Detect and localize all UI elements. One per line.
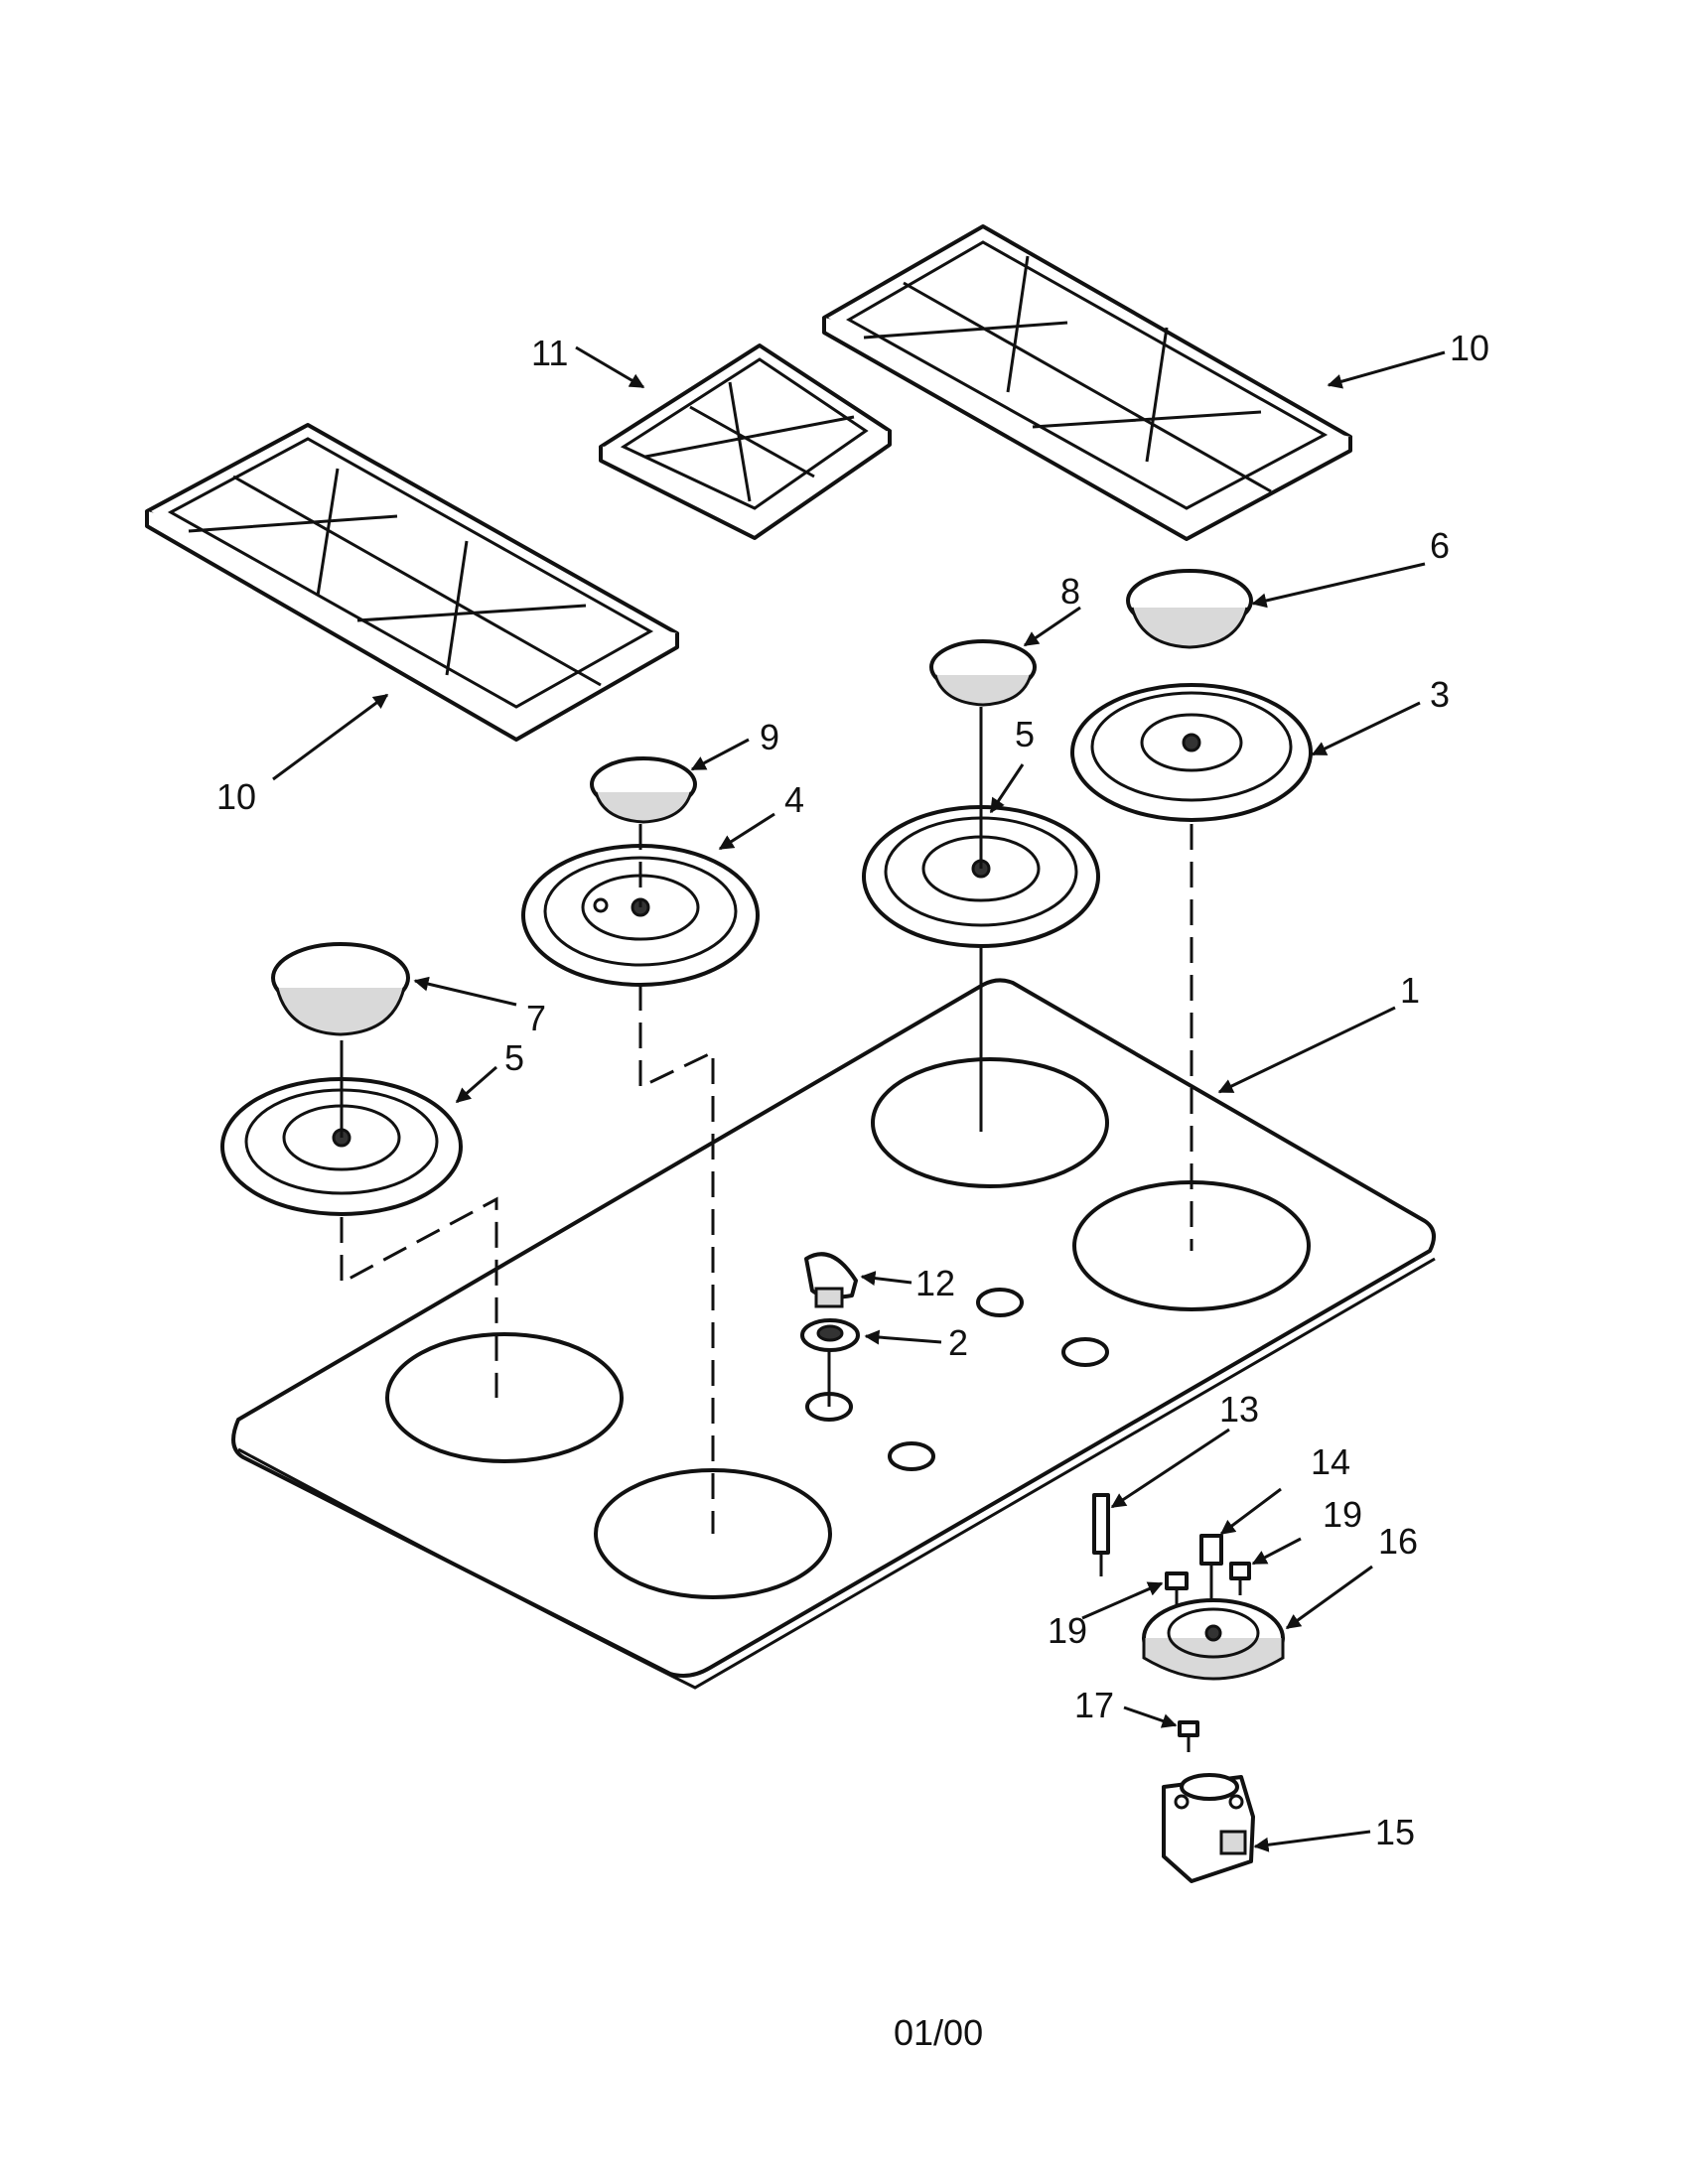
valve-15 (1162, 1773, 1255, 1883)
grate-middle (599, 343, 892, 540)
burner-cap-8 (929, 639, 1037, 707)
callout-19-left: 19 (1048, 1610, 1087, 1651)
callout-1: 1 (1400, 970, 1420, 1011)
burner-cap-7 (271, 942, 410, 1036)
igniter-electrode (1092, 1493, 1110, 1576)
grate-left (145, 423, 679, 742)
knob-hole (1061, 1337, 1109, 1367)
callout-5-front: 5 (504, 1037, 524, 1078)
burner-hole-center-rear (871, 1057, 1109, 1188)
leader-lines (272, 345, 1446, 1852)
callout-6: 6 (1430, 525, 1450, 566)
burner-cap-6 (1126, 569, 1253, 649)
callout-10-right: 10 (1450, 328, 1489, 368)
callout-9: 9 (760, 717, 779, 757)
date-code: 01/00 (894, 2012, 983, 2053)
callout-10-left: 10 (216, 776, 256, 817)
burner-base-5-front (220, 1077, 463, 1216)
screw-19-left (1165, 1571, 1189, 1605)
burner-cap-9 (590, 756, 697, 824)
knob-bezel (800, 1318, 860, 1352)
callout-labels: 11 10 10 6 8 3 9 4 5 7 5 1 12 2 13 14 19… (216, 328, 1489, 1852)
callout-15: 15 (1375, 1812, 1415, 1852)
callout-11: 11 (531, 333, 568, 373)
callout-7: 7 (526, 998, 546, 1038)
screw-17 (1178, 1720, 1199, 1752)
control-knob (804, 1252, 858, 1308)
burner-base-16 (1142, 1598, 1285, 1681)
alignment-lines (340, 707, 1193, 1534)
knob-hole (976, 1288, 1024, 1317)
callout-14: 14 (1311, 1441, 1350, 1482)
callout-4: 4 (784, 779, 804, 820)
burner-hole-left-front (385, 1332, 624, 1463)
knob-hole (888, 1441, 935, 1471)
callout-17: 17 (1074, 1685, 1114, 1725)
callout-3: 3 (1430, 674, 1450, 715)
screw-19-right (1229, 1562, 1251, 1595)
callout-2: 2 (948, 1322, 968, 1363)
callout-5-rear: 5 (1015, 714, 1035, 754)
callout-12: 12 (915, 1263, 955, 1303)
callout-16: 16 (1378, 1521, 1418, 1562)
callout-8: 8 (1060, 571, 1080, 612)
burner-base-3 (1070, 683, 1313, 822)
callout-13: 13 (1219, 1389, 1259, 1430)
grate-right (822, 224, 1352, 541)
callout-19-right: 19 (1323, 1494, 1362, 1535)
